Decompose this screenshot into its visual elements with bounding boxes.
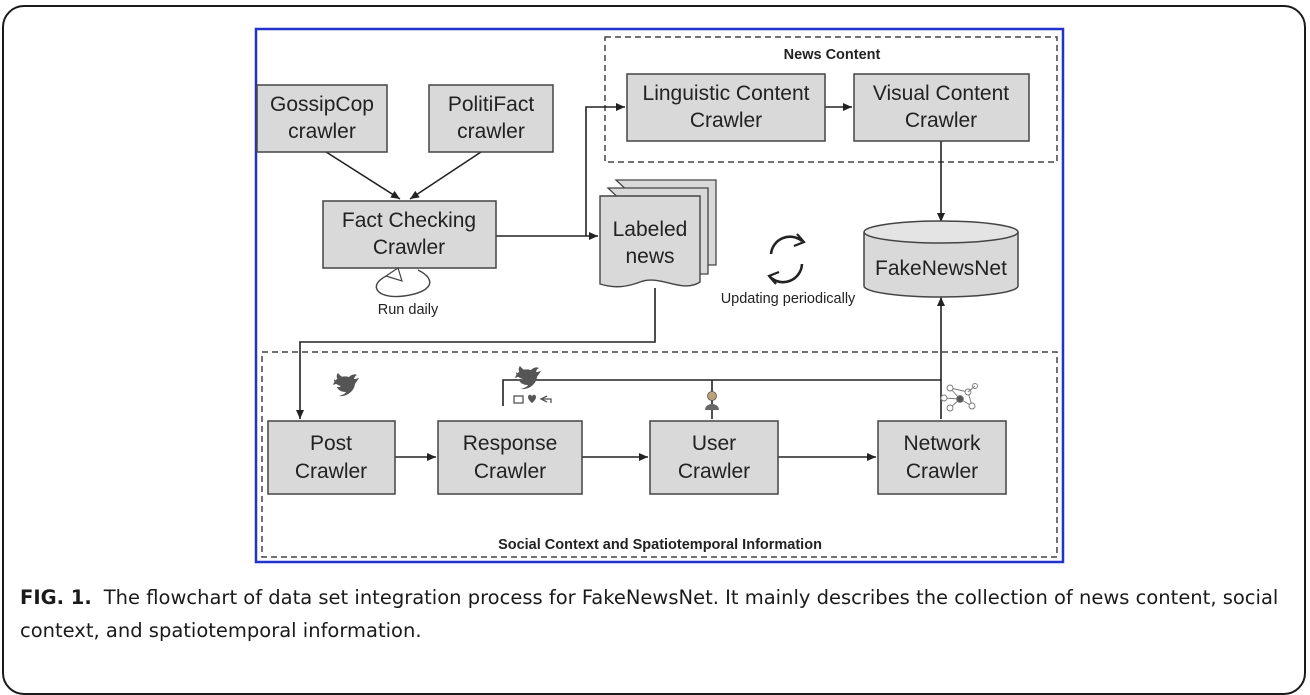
twitter-bird-icon <box>333 373 359 397</box>
svg-text:User: User <box>692 432 736 455</box>
response-crawler-node: Response Crawler <box>437 420 583 495</box>
network-graph-icon <box>940 383 978 412</box>
social-context-group: Social Context and Spatiotemporal Inform… <box>261 351 1058 558</box>
svg-text:Crawler: Crawler <box>474 460 546 483</box>
news-content-label: News Content <box>784 47 881 63</box>
visual-content-crawler-node: Visual Content Crawler <box>853 73 1030 142</box>
diagram-border <box>254 27 1065 564</box>
svg-text:PolitiFact: PolitiFact <box>448 93 535 116</box>
network-crawler-node: Network Crawler <box>877 420 1007 495</box>
svg-text:Response: Response <box>463 432 558 455</box>
politifact-crawler-node: PolitiFact crawler <box>428 84 554 153</box>
svg-text:crawler: crawler <box>457 120 525 143</box>
figure-label: FIG. 1. <box>20 586 92 609</box>
flowchart: News Content Social Context and Spatiote… <box>254 27 1065 564</box>
twitter-actions-icon <box>513 366 552 404</box>
linguistic-content-crawler-node: Linguistic Content Crawler <box>626 73 826 142</box>
user-icon <box>705 391 719 410</box>
svg-text:Crawler: Crawler <box>295 460 367 483</box>
updating-periodically-label: Updating periodically <box>721 291 856 307</box>
svg-text:Visual Content: Visual Content <box>873 82 1009 105</box>
loop-arrow-icon <box>375 267 431 298</box>
run-daily-label: Run daily <box>378 302 439 318</box>
svg-text:crawler: crawler <box>288 120 356 143</box>
news-content-group: News Content <box>604 36 1058 163</box>
svg-text:Crawler: Crawler <box>906 460 978 483</box>
refresh-cycle-icon <box>767 233 806 285</box>
social-context-label: Social Context and Spatiotemporal Inform… <box>498 537 822 553</box>
user-crawler-node: User Crawler <box>649 420 779 495</box>
connectors <box>296 103 945 461</box>
svg-text:Crawler: Crawler <box>690 109 762 132</box>
svg-text:Crawler: Crawler <box>373 236 445 259</box>
fact-checking-crawler-node: Fact Checking Crawler <box>322 200 497 269</box>
svg-text:Fact Checking: Fact Checking <box>342 209 476 232</box>
svg-text:Network: Network <box>903 432 981 455</box>
svg-text:Linguistic Content: Linguistic Content <box>643 82 810 105</box>
fakenewsnet-database-node: FakeNewsNet <box>863 220 1019 298</box>
figure-caption: FIG. 1.The flowchart of data set integra… <box>20 581 1290 647</box>
gossipcop-crawler-node: GossipCop crawler <box>256 84 388 153</box>
svg-text:Crawler: Crawler <box>905 109 977 132</box>
svg-text:Crawler: Crawler <box>678 460 750 483</box>
svg-text:news: news <box>625 245 674 268</box>
svg-text:Post: Post <box>310 432 352 455</box>
post-crawler-node: Post Crawler <box>267 420 396 495</box>
figure-caption-text: The flowchart of data set integration pr… <box>20 586 1279 642</box>
labeled-news-node: Labeled news <box>599 179 717 288</box>
svg-text:GossipCop: GossipCop <box>270 93 374 116</box>
svg-text:Labeled: Labeled <box>613 218 688 241</box>
svg-text:FakeNewsNet: FakeNewsNet <box>875 257 1007 280</box>
